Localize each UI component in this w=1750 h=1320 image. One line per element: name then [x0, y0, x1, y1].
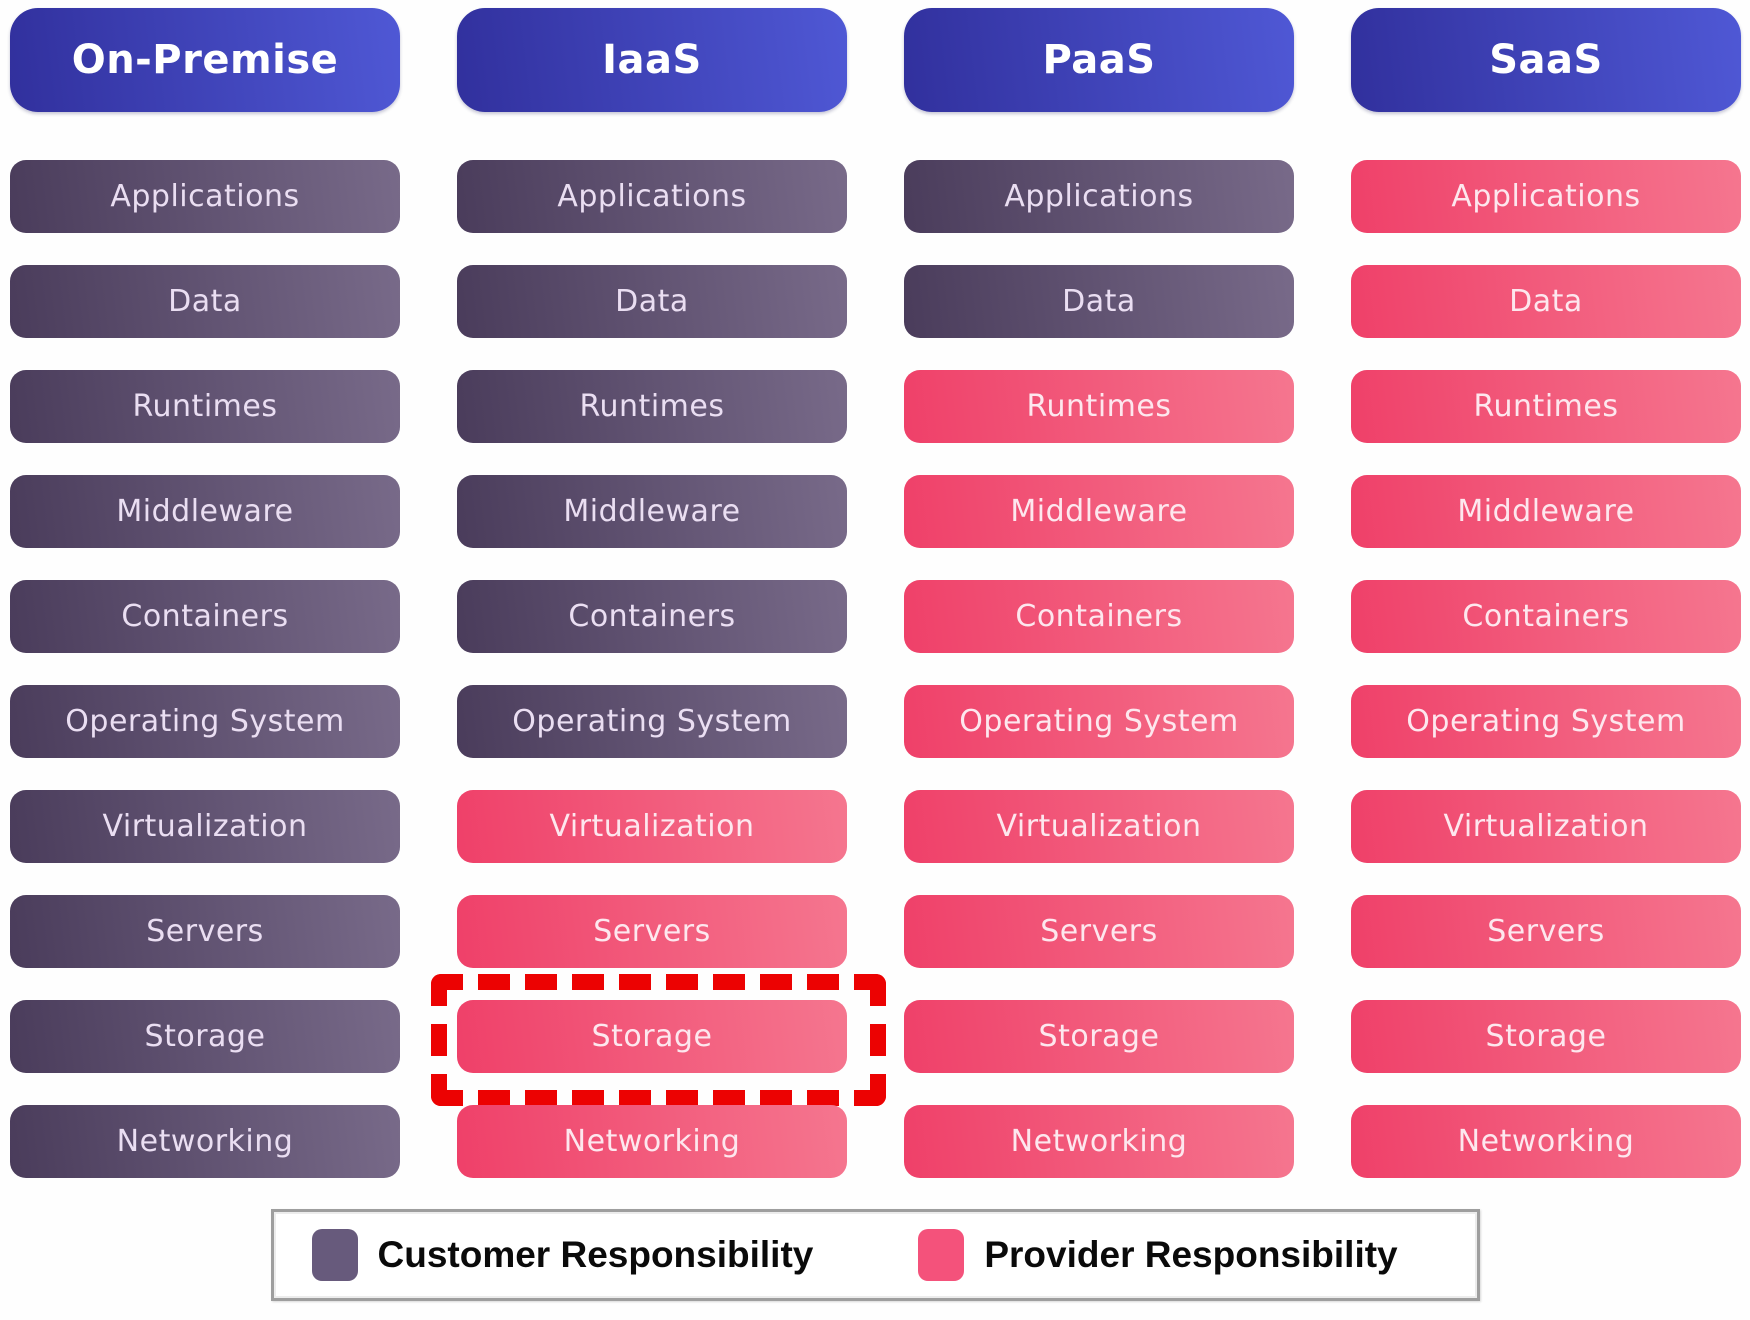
cell-iaas-runtimes: Runtimes — [457, 370, 847, 443]
cell-wrap-iaas-storage: Storage — [431, 974, 886, 1106]
cell-wrap-saas-storage: Storage — [1351, 1000, 1741, 1073]
cell-wrap-iaas-runtimes: Runtimes — [457, 370, 847, 443]
cell-wrap-iaas-applications: Applications — [457, 160, 847, 233]
cell-wrap-on-premise-data: Data — [10, 265, 400, 338]
cell-iaas-middleware: Middleware — [457, 475, 847, 548]
cell-saas-operating-system: Operating System — [1351, 685, 1741, 758]
cell-paas-middleware: Middleware — [904, 475, 1294, 548]
cell-wrap-saas-networking: Networking — [1351, 1105, 1741, 1178]
provider-swatch-icon — [918, 1229, 965, 1281]
cell-wrap-iaas-operating-system: Operating System — [457, 685, 847, 758]
cell-saas-storage: Storage — [1351, 1000, 1741, 1073]
legend-provider-label: Provider Responsibility — [984, 1234, 1398, 1275]
cell-wrap-paas-runtimes: Runtimes — [904, 370, 1294, 443]
cell-wrap-on-premise-applications: Applications — [10, 160, 400, 233]
cell-on-premise-runtimes: Runtimes — [10, 370, 400, 443]
cell-wrap-paas-virtualization: Virtualization — [904, 790, 1294, 863]
column-header-iaas: IaaS — [457, 8, 847, 112]
cell-on-premise-containers: Containers — [10, 580, 400, 653]
cell-on-premise-servers: Servers — [10, 895, 400, 968]
cell-on-premise-data: Data — [10, 265, 400, 338]
customer-swatch-icon — [311, 1229, 358, 1281]
cell-wrap-iaas-middleware: Middleware — [457, 475, 847, 548]
cell-wrap-saas-data: Data — [1351, 265, 1741, 338]
cell-iaas-servers: Servers — [457, 895, 847, 968]
cell-wrap-paas-data: Data — [904, 265, 1294, 338]
cell-saas-virtualization: Virtualization — [1351, 790, 1741, 863]
cell-paas-containers: Containers — [904, 580, 1294, 653]
cell-iaas-storage: Storage — [457, 1000, 847, 1073]
cell-iaas-containers: Containers — [457, 580, 847, 653]
cell-wrap-on-premise-operating-system: Operating System — [10, 685, 400, 758]
cell-wrap-on-premise-runtimes: Runtimes — [10, 370, 400, 443]
cell-saas-data: Data — [1351, 265, 1741, 338]
cell-wrap-on-premise-networking: Networking — [10, 1105, 400, 1178]
cell-paas-virtualization: Virtualization — [904, 790, 1294, 863]
legend: Customer Responsibility Provider Respons… — [270, 1209, 1480, 1301]
column-header-saas: SaaS — [1351, 8, 1741, 112]
cell-wrap-on-premise-middleware: Middleware — [10, 475, 400, 548]
cell-wrap-paas-operating-system: Operating System — [904, 685, 1294, 758]
cell-wrap-saas-servers: Servers — [1351, 895, 1741, 968]
cell-iaas-applications: Applications — [457, 160, 847, 233]
cell-wrap-saas-containers: Containers — [1351, 580, 1741, 653]
cell-wrap-iaas-servers: Servers — [457, 895, 847, 968]
cell-paas-runtimes: Runtimes — [904, 370, 1294, 443]
cell-saas-networking: Networking — [1351, 1105, 1741, 1178]
cell-paas-networking: Networking — [904, 1105, 1294, 1178]
legend-item-provider: Provider Responsibility — [918, 1229, 1398, 1281]
cell-iaas-networking: Networking — [457, 1105, 847, 1178]
cell-wrap-iaas-networking: Networking — [457, 1105, 847, 1178]
cell-wrap-on-premise-servers: Servers — [10, 895, 400, 968]
cell-wrap-iaas-data: Data — [457, 265, 847, 338]
cell-paas-servers: Servers — [904, 895, 1294, 968]
cell-paas-applications: Applications — [904, 160, 1294, 233]
cell-wrap-on-premise-storage: Storage — [10, 1000, 400, 1073]
cell-iaas-operating-system: Operating System — [457, 685, 847, 758]
column-header-paas: PaaS — [904, 8, 1294, 112]
cell-saas-containers: Containers — [1351, 580, 1741, 653]
cell-wrap-paas-containers: Containers — [904, 580, 1294, 653]
cell-wrap-paas-middleware: Middleware — [904, 475, 1294, 548]
cell-on-premise-middleware: Middleware — [10, 475, 400, 548]
cell-on-premise-networking: Networking — [10, 1105, 400, 1178]
cell-wrap-saas-runtimes: Runtimes — [1351, 370, 1741, 443]
cell-wrap-on-premise-virtualization: Virtualization — [10, 790, 400, 863]
legend-item-customer: Customer Responsibility — [311, 1229, 814, 1281]
cell-on-premise-virtualization: Virtualization — [10, 790, 400, 863]
cell-wrap-iaas-virtualization: Virtualization — [457, 790, 847, 863]
cell-on-premise-operating-system: Operating System — [10, 685, 400, 758]
cell-wrap-iaas-containers: Containers — [457, 580, 847, 653]
legend-customer-label: Customer Responsibility — [377, 1234, 814, 1275]
cell-wrap-saas-applications: Applications — [1351, 160, 1741, 233]
cell-on-premise-storage: Storage — [10, 1000, 400, 1073]
cell-iaas-data: Data — [457, 265, 847, 338]
cell-wrap-saas-operating-system: Operating System — [1351, 685, 1741, 758]
cell-wrap-paas-servers: Servers — [904, 895, 1294, 968]
cell-paas-storage: Storage — [904, 1000, 1294, 1073]
cell-iaas-virtualization: Virtualization — [457, 790, 847, 863]
column-header-on-premise: On-Premise — [10, 8, 400, 112]
cell-wrap-paas-networking: Networking — [904, 1105, 1294, 1178]
cell-paas-data: Data — [904, 265, 1294, 338]
cell-wrap-paas-storage: Storage — [904, 1000, 1294, 1073]
cell-saas-applications: Applications — [1351, 160, 1741, 233]
cell-wrap-paas-applications: Applications — [904, 160, 1294, 233]
cell-wrap-on-premise-containers: Containers — [10, 580, 400, 653]
cell-wrap-saas-middleware: Middleware — [1351, 475, 1741, 548]
cell-saas-servers: Servers — [1351, 895, 1741, 968]
cell-saas-runtimes: Runtimes — [1351, 370, 1741, 443]
cell-wrap-saas-virtualization: Virtualization — [1351, 790, 1741, 863]
cell-saas-middleware: Middleware — [1351, 475, 1741, 548]
cell-on-premise-applications: Applications — [10, 160, 400, 233]
cell-paas-operating-system: Operating System — [904, 685, 1294, 758]
